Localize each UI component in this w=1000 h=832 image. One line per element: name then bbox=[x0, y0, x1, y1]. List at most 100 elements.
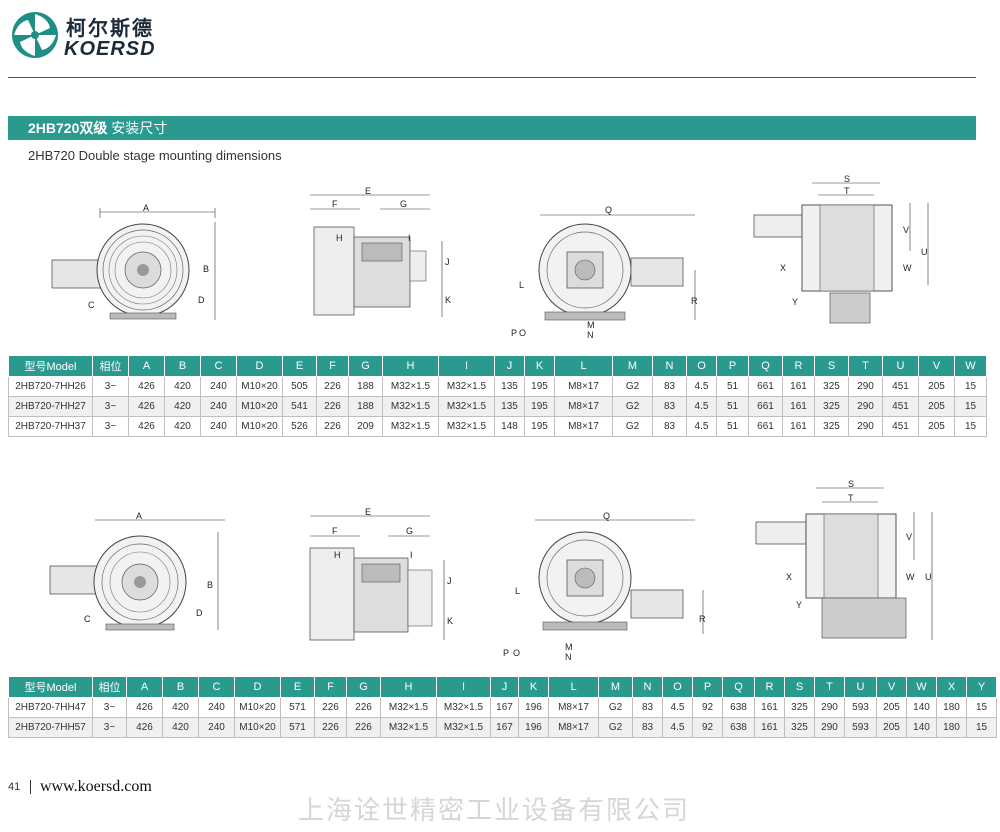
dim-label-m: M bbox=[565, 642, 573, 652]
dim-label-v: V bbox=[903, 225, 909, 235]
column-header: N bbox=[632, 676, 663, 698]
table-cell: 593 bbox=[844, 717, 877, 738]
column-header: Q bbox=[748, 355, 783, 377]
column-header: A bbox=[128, 355, 165, 377]
table-cell: 3~ bbox=[92, 376, 129, 397]
table-cell: 83 bbox=[632, 697, 663, 718]
table-cell: G2 bbox=[612, 376, 653, 397]
column-header: X bbox=[936, 676, 967, 698]
table-cell: 290 bbox=[814, 697, 845, 718]
rear-view-drawing-top: Q L R P O M N bbox=[511, 205, 698, 340]
table-cell: M8×17 bbox=[554, 416, 613, 437]
table-cell: M10×20 bbox=[236, 396, 283, 417]
table-cell: M8×17 bbox=[548, 697, 599, 718]
rear-view-drawing-bottom: Q L R P O M N bbox=[503, 511, 706, 662]
column-header: P bbox=[692, 676, 723, 698]
column-header: 型号Model bbox=[8, 676, 93, 698]
dim-label-x: X bbox=[786, 572, 792, 582]
column-header: Q bbox=[722, 676, 755, 698]
table-cell: 196 bbox=[518, 697, 549, 718]
column-header: K bbox=[518, 676, 549, 698]
table-cell: M10×20 bbox=[234, 717, 281, 738]
table-cell: 505 bbox=[282, 376, 317, 397]
column-header: S bbox=[814, 355, 849, 377]
table-cell: 290 bbox=[848, 416, 883, 437]
dim-label-r: R bbox=[691, 296, 698, 306]
company-watermark: 上海诠世精密工业设备有限公司 bbox=[298, 796, 691, 826]
top-view-drawing-bottom: S T V U W X Y bbox=[755, 479, 933, 640]
dim-label-r: R bbox=[699, 614, 706, 624]
table-cell: 451 bbox=[882, 376, 919, 397]
dim-label-f: F bbox=[332, 526, 338, 536]
table-cell: 226 bbox=[346, 717, 381, 738]
table-cell: 15 bbox=[966, 717, 997, 738]
dim-label-w: W bbox=[903, 263, 912, 273]
table-cell: G2 bbox=[612, 416, 653, 437]
dim-label-y: Y bbox=[792, 297, 798, 307]
dim-label-y: Y bbox=[796, 600, 802, 610]
column-header: T bbox=[848, 355, 883, 377]
column-header: 相位 bbox=[92, 676, 127, 698]
table-cell: 2HB720-7HH37 bbox=[8, 416, 93, 437]
column-header: U bbox=[882, 355, 919, 377]
column-header: U bbox=[844, 676, 877, 698]
table-cell: 83 bbox=[652, 376, 687, 397]
column-header: A bbox=[126, 676, 163, 698]
section-title-bold: 2HB720双级 bbox=[28, 120, 108, 136]
column-header: F bbox=[316, 355, 349, 377]
table-cell: 325 bbox=[814, 396, 849, 417]
table-cell: 135 bbox=[494, 376, 525, 397]
table-cell: 290 bbox=[814, 717, 845, 738]
table-cell: 209 bbox=[348, 416, 383, 437]
dim-label-h: H bbox=[336, 233, 343, 243]
column-header: H bbox=[380, 676, 437, 698]
dim-label-e: E bbox=[365, 507, 371, 517]
column-header: F bbox=[314, 676, 347, 698]
table-cell: 420 bbox=[162, 717, 199, 738]
table-cell: M8×17 bbox=[554, 396, 613, 417]
table-cell: 205 bbox=[876, 717, 907, 738]
column-header: 型号Model bbox=[8, 355, 93, 377]
column-header: B bbox=[162, 676, 199, 698]
table-cell: G2 bbox=[598, 717, 633, 738]
table-cell: 240 bbox=[198, 697, 235, 718]
table-cell: 140 bbox=[906, 717, 937, 738]
brand-name-cn: 柯尔斯德 bbox=[66, 16, 154, 40]
table-cell: 51 bbox=[716, 416, 749, 437]
koersd-logo-icon bbox=[12, 12, 58, 58]
table-cell: 161 bbox=[754, 717, 785, 738]
dim-label-h: H bbox=[334, 550, 341, 560]
column-header: W bbox=[906, 676, 937, 698]
table-cell: 426 bbox=[128, 416, 165, 437]
column-header: O bbox=[686, 355, 717, 377]
dim-label-c: C bbox=[88, 300, 95, 310]
column-header: V bbox=[876, 676, 907, 698]
website-link[interactable]: www.koersd.com bbox=[40, 778, 152, 795]
dim-label-j: J bbox=[445, 257, 450, 267]
table-cell: 240 bbox=[200, 416, 237, 437]
table-cell: 661 bbox=[748, 416, 783, 437]
table-cell: 15 bbox=[954, 376, 987, 397]
table-cell: 92 bbox=[692, 717, 723, 738]
table-cell: 420 bbox=[162, 697, 199, 718]
table-cell: 161 bbox=[782, 416, 815, 437]
table-cell: 167 bbox=[490, 697, 519, 718]
dim-label-p: P bbox=[503, 648, 509, 658]
table-cell: 167 bbox=[490, 717, 519, 738]
column-header: M bbox=[612, 355, 653, 377]
table-cell: 290 bbox=[848, 376, 883, 397]
dim-label-w: W bbox=[906, 572, 915, 582]
dim-label-a: A bbox=[136, 511, 142, 521]
table-cell: 4.5 bbox=[686, 396, 717, 417]
table-cell: M32×1.5 bbox=[380, 717, 437, 738]
table-cell: 541 bbox=[282, 396, 317, 417]
table-cell: 195 bbox=[524, 416, 555, 437]
table-cell: 325 bbox=[784, 697, 815, 718]
table-cell: 161 bbox=[754, 697, 785, 718]
column-header: L bbox=[548, 676, 599, 698]
table-cell: M8×17 bbox=[554, 376, 613, 397]
table-cell: 226 bbox=[346, 697, 381, 718]
